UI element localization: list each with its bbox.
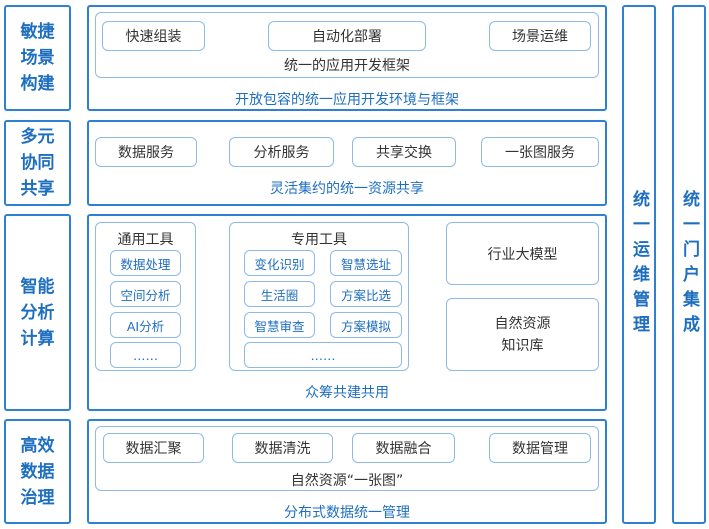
tool-item: 生活圈: [244, 281, 315, 307]
data-service-item: 数据服务: [95, 137, 197, 167]
general-tools-box: [95, 222, 196, 371]
layer-label-agile: 敏捷 场景 构建: [4, 5, 71, 111]
portal-integration-column: 统一门户集成: [672, 5, 706, 524]
scene-ops-item: 场景运维: [489, 21, 591, 51]
quick-assemble-item: 快速组装: [102, 21, 205, 51]
tool-item: 智慧审查: [244, 312, 315, 338]
layer-label-data: 高效 数据 治理: [4, 419, 71, 524]
data-manage-item: 数据管理: [489, 433, 591, 463]
tool-item: 空间分析: [110, 281, 181, 307]
analysis-service-item: 分析服务: [229, 137, 334, 167]
app-framework-box: [95, 12, 599, 78]
special-tools-title: 专用工具: [291, 232, 347, 248]
agile-caption: 开放包容的统一应用开发环境与框架: [235, 92, 459, 108]
layer-label-analysis: 智能 分析 计算: [4, 214, 71, 411]
analysis-layer: [87, 214, 607, 411]
industry-model-box: 行业大模型: [446, 222, 599, 285]
map-service-item: 一张图服务: [481, 137, 599, 167]
tool-item: ……: [110, 342, 181, 368]
tool-item: 变化识别: [244, 250, 315, 276]
ops-management-column: 统一运维管理: [622, 5, 656, 524]
data-fusion-item: 数据融合: [352, 433, 455, 463]
tool-item: 方案比选: [330, 281, 402, 307]
tool-item: 方案模拟: [330, 312, 402, 338]
one-map-caption: 自然资源“一张图”: [290, 473, 404, 489]
data-layer: [87, 419, 607, 524]
data-clean-item: 数据清洗: [232, 433, 333, 463]
ops-management-label: 统一运维管理: [629, 189, 649, 340]
share-caption: 灵活集约的统一资源共享: [270, 181, 424, 197]
auto-deploy-item: 自动化部署: [268, 21, 426, 51]
general-tools-title: 通用工具: [117, 232, 174, 248]
data-caption: 分布式数据统一管理: [284, 505, 410, 521]
portal-integration-label: 统一门户集成: [679, 189, 699, 340]
tool-item: ……: [244, 342, 402, 368]
agile-layer: [87, 5, 607, 111]
tool-item: AI分析: [110, 312, 181, 338]
knowledge-base-box: 自然资源 知识库: [446, 298, 599, 371]
tool-item: 数据处理: [110, 250, 181, 276]
tool-item: 智慧选址: [330, 250, 402, 276]
framework-caption: 统一的应用开发框架: [284, 58, 410, 74]
layer-label-share: 多元 协同 共享: [4, 120, 71, 206]
special-tools-box: [229, 222, 409, 371]
analysis-caption: 众筹共建共用: [305, 385, 389, 401]
share-exchange-item: 共享交换: [352, 137, 456, 167]
share-layer: [87, 120, 607, 206]
data-collect-item: 数据汇聚: [103, 433, 204, 463]
one-map-box: [95, 426, 599, 491]
